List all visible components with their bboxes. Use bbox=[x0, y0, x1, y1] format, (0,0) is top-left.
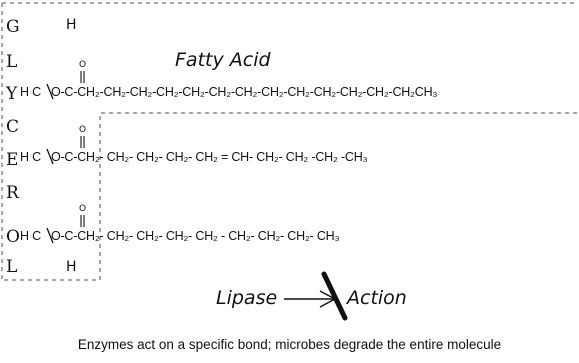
ester-row-3: H C O-C-CH₂- CH₂- CH₂- CH₂- CH₂ - CH₂- CH… bbox=[20, 229, 340, 243]
action-label: Action bbox=[347, 287, 407, 309]
glycerol-letter: C bbox=[6, 117, 20, 137]
ester-row-2: H C O-C-CH₂- CH₂- CH₂- CH₂- CH₂ = CH- CH₂… bbox=[20, 150, 368, 164]
glycerol-letter: L bbox=[6, 257, 18, 277]
carbonyl-oxygen: O bbox=[79, 60, 87, 70]
fatty-acid-label: Fatty Acid bbox=[175, 49, 271, 71]
glycerol-letter: L bbox=[6, 52, 18, 72]
ester-row-1: H C O-C-CH₂-CH₂-CH₂-CH₂-CH₂-CH₂-CH₂-CH₂-C… bbox=[20, 85, 438, 99]
fatty-acid-chain-short: -CH₂- CH₂- CH₂- CH₂- CH₂ - CH₂- CH₂- CH₂… bbox=[73, 229, 340, 243]
glycerol-letter: Y bbox=[6, 84, 18, 104]
carbonyl-oxygen: O bbox=[79, 204, 87, 214]
carbonyl-bond-1 bbox=[80, 71, 85, 83]
glycerol-letter: E bbox=[6, 150, 19, 170]
ester-bond-3 bbox=[46, 227, 54, 244]
glycerol-letter: G bbox=[6, 17, 20, 37]
glycerol-carbon: H C bbox=[20, 150, 41, 164]
ester-link: O-C bbox=[50, 85, 74, 99]
ester-bond-1 bbox=[46, 83, 54, 100]
hydrogen-bottom: H bbox=[66, 259, 77, 275]
outer-dashed-boundary bbox=[1, 2, 577, 283]
ester-link: O-C bbox=[50, 150, 74, 164]
glycerol-carbon: H C bbox=[20, 85, 41, 99]
hydrogen-top: H bbox=[66, 17, 77, 33]
fatty-acid-chain-unsaturated: -CH₂- CH₂- CH₂- CH₂- CH₂ = CH- CH₂- CH₂ … bbox=[73, 150, 368, 164]
glycerol-letter: O bbox=[6, 227, 20, 247]
carbonyl-bond-2 bbox=[80, 136, 85, 148]
arrow-icon bbox=[284, 290, 337, 308]
lipase-label: Lipase bbox=[216, 287, 278, 309]
caption: Enzymes act on a specific bond; microbes… bbox=[77, 337, 502, 352]
cleavage-slash bbox=[321, 271, 348, 321]
glycerol-letter: R bbox=[6, 183, 19, 203]
carbonyl-bond-3 bbox=[80, 215, 85, 227]
ester-bond-2 bbox=[46, 148, 54, 165]
inner-dashed-boundary bbox=[2, 112, 577, 281]
carbonyl-oxygen: O bbox=[79, 125, 87, 135]
glycerol-carbon: H C bbox=[20, 229, 41, 243]
fatty-acid-chain-saturated: -CH₂-CH₂-CH₂-CH₂-CH₂-CH₂-CH₂-CH₂-CH₂-CH₂… bbox=[73, 85, 438, 99]
ester-link: O-C bbox=[50, 229, 74, 243]
